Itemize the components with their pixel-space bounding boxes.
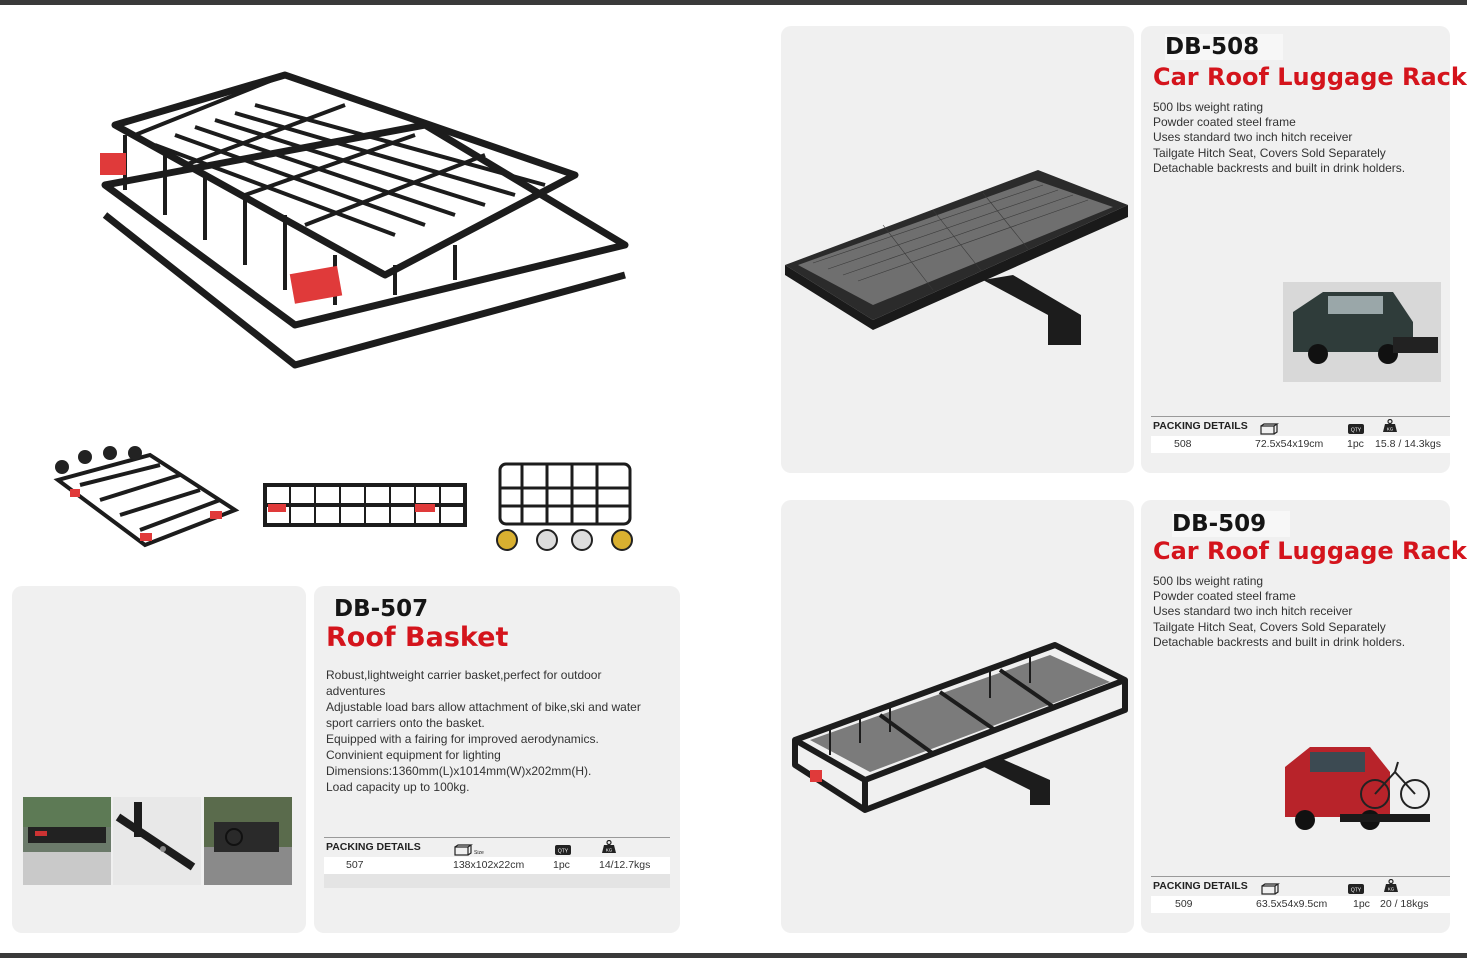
svg-text:Size: Size <box>474 850 484 856</box>
packing-header: PACKING DETAILS QTY KG <box>1151 416 1450 436</box>
roof-basket-thumb-side <box>260 470 475 535</box>
packing-model: 508 <box>1174 438 1192 450</box>
box-dimension-icon: Size <box>454 843 488 861</box>
feature-item: Powder coated steel frame <box>1153 115 1296 130</box>
svg-text:KG: KG <box>606 848 613 853</box>
product-sku: DB-507 <box>334 596 453 622</box>
hitch-carrier-508-photo <box>783 165 1128 355</box>
feature-item: Convinient equipment for lighting <box>326 748 501 762</box>
packing-label: PACKING DETAILS <box>1153 880 1248 892</box>
packing-details-table: PACKING DETAILS QTY KG 509 63.5x54x9.5cm… <box>1151 876 1450 913</box>
weight-icon: KG <box>1384 878 1398 897</box>
packing-details-table: PACKING DETAILS QTY KG 508 72.5x54x19cm … <box>1151 416 1450 453</box>
packing-row-blank <box>324 874 670 888</box>
feature-item: Load capacity up to 100kg. <box>326 780 470 794</box>
packing-row: 508 72.5x54x19cm 1pc 15.8 / 14.3kgs <box>1151 436 1450 453</box>
qty-badge-icon: QTY <box>1348 881 1364 899</box>
packing-label: PACKING DETAILS <box>1153 420 1248 432</box>
roof-basket-thumb-front <box>492 458 637 558</box>
product-title: Car Roof Luggage Rack <box>1153 537 1467 565</box>
product-sku: DB-509 <box>1172 511 1291 537</box>
packing-model: 507 <box>346 859 364 871</box>
qty-badge-icon: QTY <box>555 842 571 860</box>
roof-basket-thumb-lights <box>50 445 240 560</box>
packing-qty: 1pc <box>1347 438 1364 450</box>
feature-item: Detachable backrests and built in drink … <box>1153 160 1406 175</box>
roof-basket-detail-photo-2 <box>113 797 201 885</box>
product-sku: DB-508 <box>1165 34 1284 60</box>
feature-item: Powder coated steel frame <box>1153 589 1296 604</box>
qty-badge-icon: QTY <box>1348 421 1364 439</box>
feature-item: Dimensions:1360mm(L)x1014mm(W)x202mm(H). <box>326 764 592 778</box>
svg-text:QTY: QTY <box>558 849 569 855</box>
suv-with-hitch-carrier-photo <box>1283 282 1441 382</box>
packing-label: PACKING DETAILS <box>326 841 421 853</box>
roof-basket-detail-photo-1 <box>23 797 111 885</box>
feature-item: Detachable backrests and built in drink … <box>1153 634 1406 649</box>
top-border-bar <box>0 0 1467 5</box>
svg-text:QTY: QTY <box>1351 888 1362 894</box>
feature-item: 500 lbs weight rating <box>1153 100 1264 114</box>
feature-item: Robust,lightweight carrier basket,perfec… <box>326 668 602 698</box>
weight-icon: KG <box>602 839 616 858</box>
product-title: Roof Basket <box>326 622 509 653</box>
red-suv-with-bike-rack-photo <box>1280 742 1435 837</box>
packing-row: 507 138x102x22cm 1pc 14/12.7kgs <box>324 857 670 874</box>
packing-weight: 15.8 / 14.3kgs <box>1375 438 1441 450</box>
packing-qty: 1pc <box>553 859 570 871</box>
feature-item: Tailgate Hitch Seat, Covers Sold Separat… <box>1153 145 1386 160</box>
feature-item: Uses standard two inch hitch receiver <box>1153 604 1353 619</box>
box-dimension-icon <box>1260 422 1280 440</box>
packing-header: PACKING DETAILS Size QTY KG <box>324 837 670 857</box>
packing-qty: 1pc <box>1353 898 1370 910</box>
weight-icon: KG <box>1383 418 1397 437</box>
svg-text:QTY: QTY <box>1351 428 1362 434</box>
packing-size: 72.5x54x19cm <box>1255 438 1324 450</box>
db508-info-panel <box>1141 26 1450 473</box>
feature-item: Uses standard two inch hitch receiver <box>1153 130 1353 145</box>
packing-size: 63.5x54x9.5cm <box>1256 898 1328 910</box>
roof-basket-main-photo <box>95 65 635 385</box>
packing-header: PACKING DETAILS QTY KG <box>1151 876 1450 896</box>
svg-text:KG: KG <box>1388 887 1395 892</box>
feature-list: Robust,lightweight carrier basket,perfec… <box>326 667 656 795</box>
product-title: Car Roof Luggage Rack <box>1153 63 1467 91</box>
db509-info-panel <box>1141 500 1450 933</box>
hitch-carrier-509-photo <box>790 640 1130 825</box>
packing-model: 509 <box>1175 898 1193 910</box>
packing-weight: 20 / 18kgs <box>1380 898 1429 910</box>
bottom-border-bar <box>0 953 1467 958</box>
feature-list: 500 lbs weight rating Powder coated stee… <box>1153 100 1405 176</box>
feature-item: Adjustable load bars allow attachment of… <box>326 700 641 730</box>
packing-size: 138x102x22cm <box>453 859 525 871</box>
feature-item: Tailgate Hitch Seat, Covers Sold Separat… <box>1153 619 1386 634</box>
feature-list: 500 lbs weight rating Powder coated stee… <box>1153 574 1405 650</box>
roof-basket-detail-photo-3 <box>204 797 292 885</box>
feature-item: 500 lbs weight rating <box>1153 574 1264 588</box>
svg-text:KG: KG <box>1387 427 1394 432</box>
packing-details-table: PACKING DETAILS Size QTY KG 507 138x102x… <box>324 837 670 888</box>
packing-row: 509 63.5x54x9.5cm 1pc 20 / 18kgs <box>1151 896 1450 913</box>
feature-item: Equipped with a fairing for improved aer… <box>326 732 599 746</box>
box-dimension-icon <box>1261 882 1281 900</box>
packing-weight: 14/12.7kgs <box>599 859 651 871</box>
